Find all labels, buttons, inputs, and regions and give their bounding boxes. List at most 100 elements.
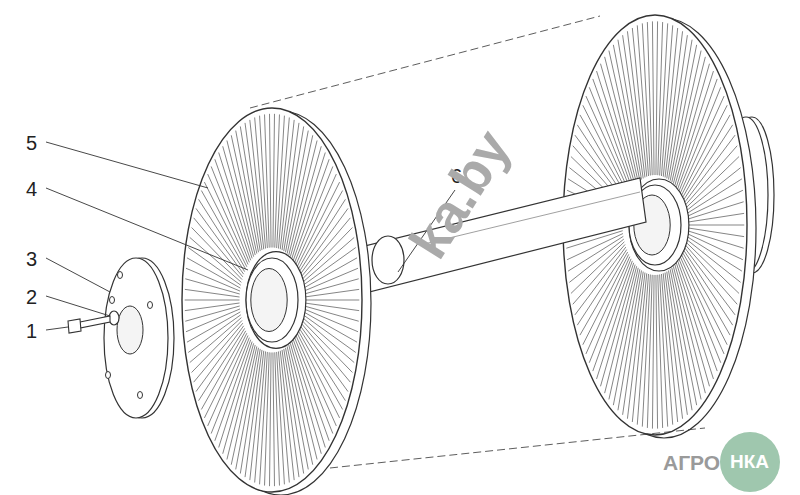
disc-spoke — [186, 309, 240, 332]
disc-spoke — [304, 258, 357, 288]
disc-spoke — [227, 345, 255, 460]
disc-spoke — [287, 346, 313, 464]
disc-spoke — [637, 25, 648, 176]
disc-spoke — [282, 123, 299, 250]
disc-spoke — [583, 254, 629, 344]
disc-spoke — [204, 333, 246, 418]
logo-circle — [720, 432, 780, 492]
disc-spoke — [236, 131, 259, 253]
disc-spoke — [618, 40, 642, 180]
disc-spoke — [597, 263, 634, 379]
leader-line — [46, 327, 68, 330]
disc-spoke — [208, 174, 248, 264]
disc-spoke — [684, 247, 735, 315]
disc-spoke — [647, 275, 652, 428]
disc-spoke — [580, 252, 628, 335]
disc-spoke — [260, 116, 268, 248]
disc-left — [182, 108, 371, 495]
disc-spoke — [211, 166, 249, 262]
disc-spoke — [632, 28, 646, 177]
disc-spoke — [597, 71, 634, 187]
disc-spoke — [661, 274, 672, 425]
disc-spoke — [289, 141, 317, 256]
disc-spoke — [568, 236, 623, 271]
disc-spoke — [593, 261, 633, 371]
disc-spoke — [687, 179, 742, 214]
flange — [104, 258, 174, 418]
disc-spoke — [686, 242, 739, 294]
disc-spoke — [201, 191, 245, 270]
disc-spoke — [656, 21, 658, 175]
disc-spoke — [265, 114, 270, 247]
disc-spoke — [304, 268, 358, 291]
disc-spoke — [185, 303, 240, 311]
disc-spoke — [658, 275, 663, 428]
disc-spoke — [278, 117, 289, 248]
disc-spoke — [627, 31, 645, 177]
disc-spoke — [678, 261, 718, 371]
disc-spoke — [302, 228, 352, 280]
bolt — [68, 316, 110, 333]
disc-spoke — [669, 270, 693, 410]
disc-spoke — [219, 342, 252, 448]
bolt-hole — [106, 372, 111, 379]
disc-spoke — [278, 351, 289, 482]
disc-spoke — [688, 225, 745, 226]
disc-spoke — [199, 328, 245, 400]
disc-spoke — [298, 331, 342, 410]
disc-spoke — [185, 289, 240, 297]
disc-spoke — [196, 326, 244, 392]
flange-face — [104, 258, 168, 418]
disc-spoke — [676, 71, 713, 187]
bolt-hole — [138, 392, 143, 399]
disc-spoke — [637, 274, 648, 425]
disc-spoke — [273, 114, 275, 248]
disc-spoke — [642, 274, 650, 426]
hub-bore — [251, 269, 287, 332]
disc-spoke — [196, 208, 244, 274]
disc-spoke — [687, 231, 743, 249]
disc-spoke — [687, 202, 743, 220]
disc-spoke — [292, 153, 325, 259]
disc-spoke — [215, 159, 251, 260]
disc-spoke — [192, 320, 242, 372]
disc-spoke — [186, 268, 240, 291]
disc-spoke — [270, 114, 272, 248]
disc-spoke — [282, 350, 299, 477]
disc-spoke — [223, 343, 254, 453]
disc-spoke — [245, 123, 262, 250]
disc-spoke — [593, 79, 633, 189]
disc-spoke — [661, 25, 672, 176]
callout-number: 4 — [26, 179, 37, 199]
bolt-hole — [110, 297, 115, 304]
hub — [246, 258, 298, 342]
callout-number: 1 — [26, 321, 37, 341]
disc-spoke — [265, 352, 270, 485]
leader-line — [46, 188, 248, 270]
disc-spoke — [275, 352, 280, 485]
disc-spoke — [284, 126, 304, 251]
disc-spoke — [297, 182, 339, 267]
disc-spoke — [678, 79, 718, 189]
logo-text: АГРО — [663, 452, 720, 473]
bolt-hole — [118, 272, 123, 279]
disc-spoke — [686, 157, 739, 209]
disc-spoke — [305, 300, 360, 301]
disc-spoke — [586, 96, 630, 193]
disc-spoke — [188, 315, 241, 353]
disc-spoke — [687, 213, 744, 222]
bolt-shank — [80, 316, 110, 328]
disc-spoke — [681, 105, 727, 195]
disc-spoke — [293, 340, 329, 441]
disc-spoke — [299, 328, 345, 400]
dash-line — [330, 428, 705, 468]
disc-spoke — [185, 300, 240, 301]
callout-number: 3 — [26, 249, 37, 269]
disc-spoke — [185, 279, 239, 294]
disc-spoke — [185, 306, 239, 321]
disc-spoke — [613, 269, 639, 405]
disc-spoke — [304, 306, 358, 321]
disc-spoke — [642, 23, 650, 175]
